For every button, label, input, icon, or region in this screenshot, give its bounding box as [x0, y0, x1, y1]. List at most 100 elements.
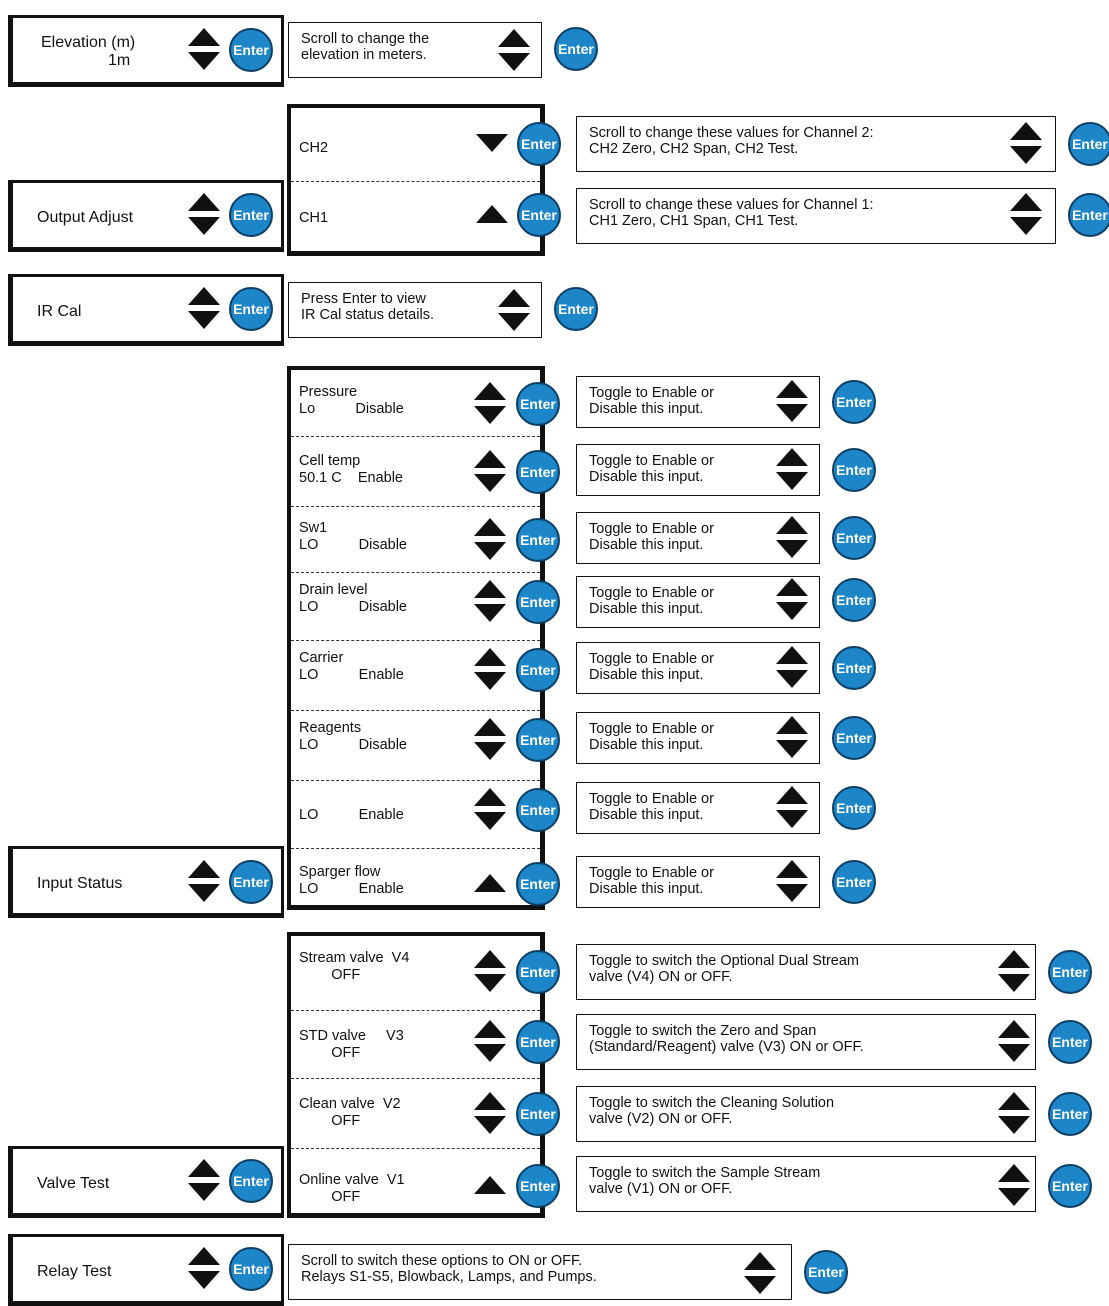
enter-icon[interactable]: Enter [229, 28, 273, 72]
enter-icon[interactable]: Enter [517, 122, 561, 166]
down-arrow-icon[interactable] [474, 120, 510, 166]
row-divider [291, 506, 540, 507]
up-down-arrows-icon[interactable] [996, 1162, 1032, 1208]
enter-icon[interactable]: Enter [516, 1164, 560, 1208]
enter-icon[interactable]: Enter [516, 862, 560, 906]
enter-icon[interactable]: Enter [229, 287, 273, 331]
enter-icon[interactable]: Enter [832, 380, 876, 424]
row-text: Cell temp 50.1 C Enable [299, 453, 403, 486]
up-down-arrows-icon[interactable] [774, 858, 810, 904]
output-adjust-label: Output Adjust [37, 209, 134, 226]
row-text: Sw1 LO Disable [299, 520, 407, 553]
enter-icon[interactable]: Enter [832, 448, 876, 492]
enter-icon[interactable]: Enter [832, 516, 876, 560]
enter-icon[interactable]: Enter [1048, 950, 1092, 994]
enter-icon[interactable]: Enter [832, 578, 876, 622]
up-down-arrows-icon[interactable] [774, 446, 810, 492]
enter-icon[interactable]: Enter [229, 860, 273, 904]
up-down-arrows-icon[interactable] [186, 1157, 222, 1203]
up-down-arrows-icon[interactable] [472, 948, 508, 994]
up-down-arrows-icon[interactable] [472, 380, 508, 426]
up-arrow-icon[interactable] [472, 860, 508, 906]
up-down-arrows-icon[interactable] [186, 1245, 222, 1291]
up-down-arrows-icon[interactable] [472, 716, 508, 762]
row-text: Online valve V1 OFF [299, 1172, 405, 1205]
enter-icon[interactable]: Enter [554, 287, 598, 331]
row-divider [291, 640, 540, 641]
enter-icon[interactable]: Enter [1048, 1092, 1092, 1136]
up-down-arrows-icon[interactable] [496, 287, 532, 333]
ch1-label: CH1 [299, 210, 329, 226]
up-down-arrows-icon[interactable] [472, 646, 508, 692]
ch1-desc-text: Scroll to change these values for Channe… [589, 197, 874, 229]
up-down-arrows-icon[interactable] [774, 378, 810, 424]
enter-icon[interactable]: Enter [554, 27, 598, 71]
input-status-label: Input Status [37, 875, 123, 892]
enter-icon[interactable]: Enter [832, 716, 876, 760]
enter-icon[interactable]: Enter [516, 648, 560, 692]
row-text: Drain level LO Disable [299, 582, 407, 615]
enter-icon[interactable]: Enter [516, 788, 560, 832]
row-desc-text: Toggle to Enable or Disable this input. [589, 585, 714, 617]
enter-icon[interactable]: Enter [832, 786, 876, 830]
enter-icon[interactable]: Enter [516, 382, 560, 426]
enter-icon[interactable]: Enter [1068, 193, 1109, 237]
up-down-arrows-icon[interactable] [186, 191, 222, 237]
enter-icon[interactable]: Enter [229, 193, 273, 237]
up-down-arrows-icon[interactable] [996, 1090, 1032, 1136]
enter-icon[interactable]: Enter [229, 1247, 273, 1291]
up-arrow-icon[interactable] [472, 1162, 508, 1208]
up-down-arrows-icon[interactable] [1008, 120, 1044, 166]
up-down-arrows-icon[interactable] [774, 514, 810, 560]
up-down-arrows-icon[interactable] [1008, 191, 1044, 237]
row-desc-text: Toggle to Enable or Disable this input. [589, 385, 714, 417]
row-divider [291, 572, 540, 573]
up-down-arrows-icon[interactable] [774, 644, 810, 690]
row-text: Clean valve V2 OFF [299, 1096, 401, 1129]
row-desc-text: Toggle to switch the Zero and Span (Stan… [589, 1023, 864, 1055]
up-down-arrows-icon[interactable] [186, 26, 222, 72]
row-desc: Toggle to switch the Zero and Span (Stan… [576, 1014, 1036, 1070]
enter-icon[interactable]: Enter [516, 1020, 560, 1064]
up-down-arrows-icon[interactable] [186, 285, 222, 331]
enter-icon[interactable]: Enter [516, 950, 560, 994]
ch2-desc-text: Scroll to change these values for Channe… [589, 125, 874, 157]
enter-icon[interactable]: Enter [516, 580, 560, 624]
enter-icon[interactable]: Enter [516, 718, 560, 762]
up-arrow-icon[interactable] [474, 191, 510, 237]
up-down-arrows-icon[interactable] [472, 578, 508, 624]
up-down-arrows-icon[interactable] [496, 27, 532, 73]
enter-icon[interactable]: Enter [516, 1092, 560, 1136]
up-down-arrows-icon[interactable] [472, 1090, 508, 1136]
row-desc: Toggle to Enable or Disable this input. [576, 512, 820, 564]
enter-icon[interactable]: Enter [517, 193, 561, 237]
up-down-arrows-icon[interactable] [774, 714, 810, 760]
up-down-arrows-icon[interactable] [996, 1018, 1032, 1064]
row-desc-text: Toggle to Enable or Disable this input. [589, 521, 714, 553]
enter-icon[interactable]: Enter [516, 518, 560, 562]
up-down-arrows-icon[interactable] [186, 858, 222, 904]
ir-cal-label: IR Cal [37, 303, 82, 320]
up-down-arrows-icon[interactable] [774, 784, 810, 830]
enter-icon[interactable]: Enter [1048, 1020, 1092, 1064]
row-desc-text: Toggle to Enable or Disable this input. [589, 721, 714, 753]
enter-icon[interactable]: Enter [832, 860, 876, 904]
enter-icon[interactable]: Enter [804, 1250, 848, 1294]
up-down-arrows-icon[interactable] [774, 576, 810, 622]
enter-icon[interactable]: Enter [1068, 122, 1109, 166]
relay-test-label: Relay Test [37, 1263, 112, 1280]
up-down-arrows-icon[interactable] [472, 786, 508, 832]
up-down-arrows-icon[interactable] [472, 448, 508, 494]
row-desc-text: Toggle to Enable or Disable this input. [589, 651, 714, 683]
enter-icon[interactable]: Enter [832, 646, 876, 690]
enter-icon[interactable]: Enter [516, 450, 560, 494]
enter-icon[interactable]: Enter [1048, 1164, 1092, 1208]
up-down-arrows-icon[interactable] [472, 516, 508, 562]
up-down-arrows-icon[interactable] [742, 1250, 778, 1296]
enter-icon[interactable]: Enter [229, 1159, 273, 1203]
up-down-arrows-icon[interactable] [996, 948, 1032, 994]
row-desc-text: Toggle to switch the Cleaning Solution v… [589, 1095, 835, 1127]
row-desc-text: Toggle to Enable or Disable this input. [589, 865, 714, 897]
elevation-value: 1m [108, 52, 131, 69]
up-down-arrows-icon[interactable] [472, 1018, 508, 1064]
